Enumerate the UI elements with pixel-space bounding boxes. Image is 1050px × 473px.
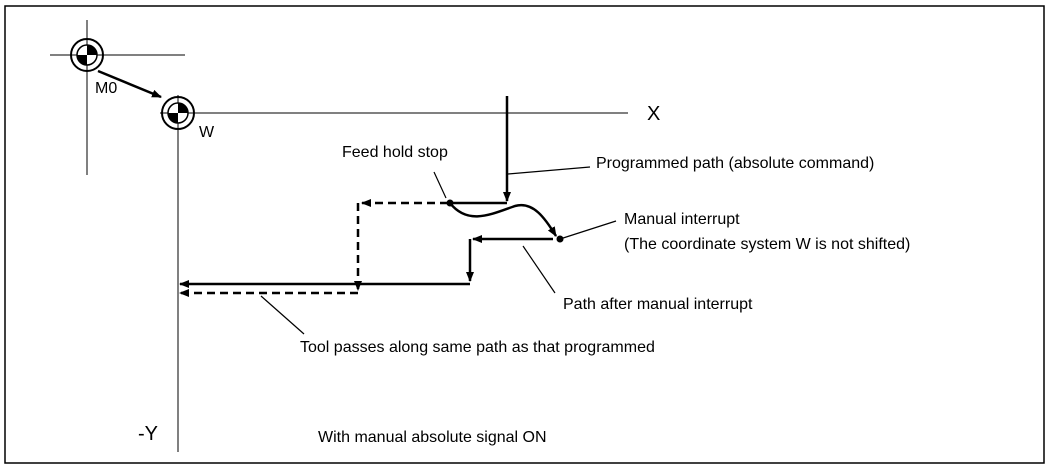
tool-passes-label: Tool passes along same path as that prog… xyxy=(300,339,655,356)
programmed-continuation-dashed xyxy=(179,199,448,297)
machine-origin-m0 xyxy=(50,20,185,175)
w-label: W xyxy=(199,124,215,141)
work-origin-w xyxy=(160,95,628,452)
manual-interrupt-label: Manual interrupt xyxy=(624,211,740,228)
path-after-interrupt-label: Path after manual interrupt xyxy=(563,296,753,313)
outer-border xyxy=(4,5,1045,464)
x-axis-label: X xyxy=(647,103,660,125)
origin-shift-arrow xyxy=(97,69,162,99)
y-axis-label: -Y xyxy=(138,423,158,445)
programmed-path xyxy=(450,96,511,205)
feed-hold-stop-label: Feed hold stop xyxy=(342,144,448,161)
caption: With manual absolute signal ON xyxy=(318,429,547,446)
manual-interrupt-note: (The coordinate system W is not shifted) xyxy=(624,236,910,253)
manual-interrupt-curve xyxy=(449,202,558,237)
path-after-interrupt xyxy=(179,235,553,288)
m0-label: M0 xyxy=(95,80,117,97)
leader-lines xyxy=(260,166,617,335)
programmed-path-label: Programmed path (absolute command) xyxy=(596,155,874,172)
